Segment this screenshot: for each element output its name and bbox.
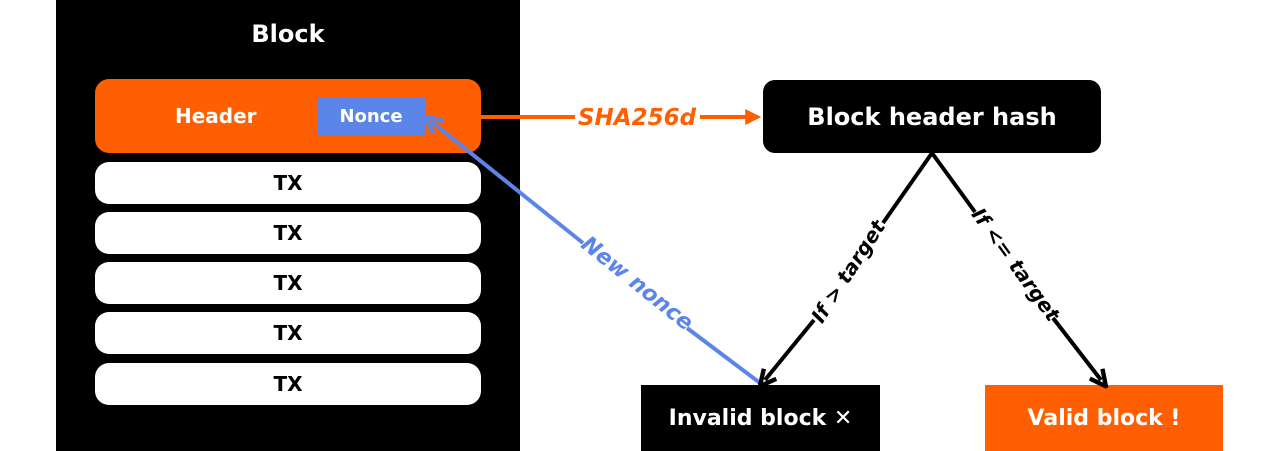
block-header-hash-box: Block header hash [763, 80, 1101, 153]
new-nonce-label: New nonce [576, 232, 698, 336]
if-greater-label: If > target [806, 215, 891, 328]
block-panel: Block Header Nonce TX TX TX TX TX [56, 0, 520, 451]
block-header-row: Header Nonce [95, 79, 481, 153]
sha256d-label: SHA256d [578, 105, 697, 131]
new-nonce-arrow: New nonce [432, 122, 762, 385]
nonce-box: Nonce [317, 97, 425, 136]
tx-row: TX [95, 312, 481, 354]
header-label: Header [175, 104, 257, 128]
invalid-block-box: Invalid block ✕ [641, 385, 880, 451]
tx-row: TX [95, 212, 481, 254]
if-less-equal-arrow: If <= target [930, 151, 1101, 380]
sha256d-arrow: SHA256d [481, 105, 762, 131]
block-title: Block [251, 20, 325, 48]
tx-row: TX [95, 262, 481, 304]
tx-row: TX [95, 363, 481, 405]
valid-block-box: Valid block ! [985, 385, 1223, 451]
if-less-equal-label: If <= target [967, 203, 1066, 327]
tx-row: TX [95, 162, 481, 204]
if-greater-arrow: If > target [765, 151, 934, 380]
